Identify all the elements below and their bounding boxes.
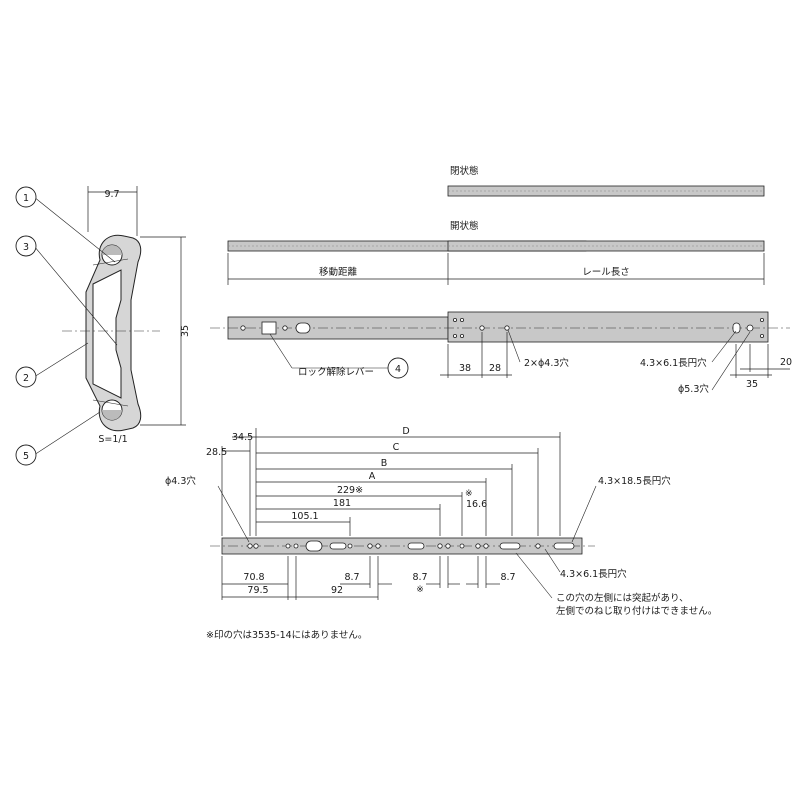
dim-C: C [393,442,400,453]
callout-1 [15,186,37,208]
dim-181: 181 [333,498,351,509]
dim-105-1: 105.1 [291,511,318,522]
section-inner-channel [92,269,122,399]
bottom-rail [221,537,583,555]
hole-43-label: ϕ4.3穴 [165,475,196,487]
dim-70-8: 70.8 [243,572,264,583]
dim-79-5: 79.5 [247,585,268,596]
dim-D: D [402,426,409,437]
side-view: ロック解除レバー 4 38 28 2×ϕ4.3穴 4.3×6.1長円穴 ϕ5.3… [210,311,792,395]
dim-8-7-c: 8.7 [500,572,515,583]
lock-lever [261,321,277,335]
dim-8-7-a: 8.7 [344,572,359,583]
bottom-view: 28.5 34.5 D C B A 229※ 181 105.1 ※ 16.6 … [165,426,717,617]
svg-text:5: 5 [23,451,29,462]
travel-label: 移動距離 [319,266,358,278]
rail-states: 閉状態 開状態 移動距離 レール長さ [227,165,765,285]
dim-B: B [381,458,388,469]
callout-5 [15,444,37,466]
dim-38: 38 [459,363,471,374]
svg-text:3: 3 [23,242,29,253]
dim-92: 92 [331,585,343,596]
cross-section: 9.7 35 1 3 2 5 S=1/1 [15,186,191,466]
open-state-label: 開状態 [450,220,479,232]
dim-20: 20 [780,357,792,368]
dim-A: A [369,471,376,482]
callout-2 [15,366,37,388]
dim-28-5: 28.5 [206,447,227,458]
hole-53-label: ϕ5.3穴 [678,383,709,395]
footnote: ※印の穴は3535-14にはありません。 [206,629,367,641]
dim-8-7-b: 8.7 [412,572,427,583]
dim-28: 28 [489,363,501,374]
section-width-label: 9.7 [104,189,119,200]
dim-35-side: 35 [746,379,758,390]
callout-3 [15,235,37,257]
closed-state-label: 閉状態 [450,165,479,177]
rail-length-label: レール長さ [582,267,630,278]
hole-2x43-label: 2×ϕ4.3穴 [524,357,569,369]
note-mark-top: ※ [465,489,473,499]
scale-label: S=1/1 [98,434,127,445]
svg-text:4: 4 [395,364,401,375]
section-height-label: 35 [180,325,191,337]
slot-61-label: 4.3×6.1長円穴 [560,568,627,580]
dim-16-6: 16.6 [466,499,487,510]
svg-text:1: 1 [23,193,29,204]
dim-229: 229※ [337,485,363,496]
svg-text:2: 2 [23,373,29,384]
note-line-2: 左側でのねじ取り付けはできません。 [556,605,717,617]
lock-release-label: ロック解除レバー [298,366,374,378]
note-line-1: この穴の左側には突起があり、 [556,592,689,604]
callout-4 [387,357,409,379]
note-mark-bottom: ※ [416,585,424,595]
slot-185-label: 4.3×18.5長円穴 [598,475,671,487]
side-outer-rail [447,311,769,343]
dim-34-5: 34.5 [232,432,253,443]
slot-61-side-label: 4.3×6.1長円穴 [640,357,707,369]
